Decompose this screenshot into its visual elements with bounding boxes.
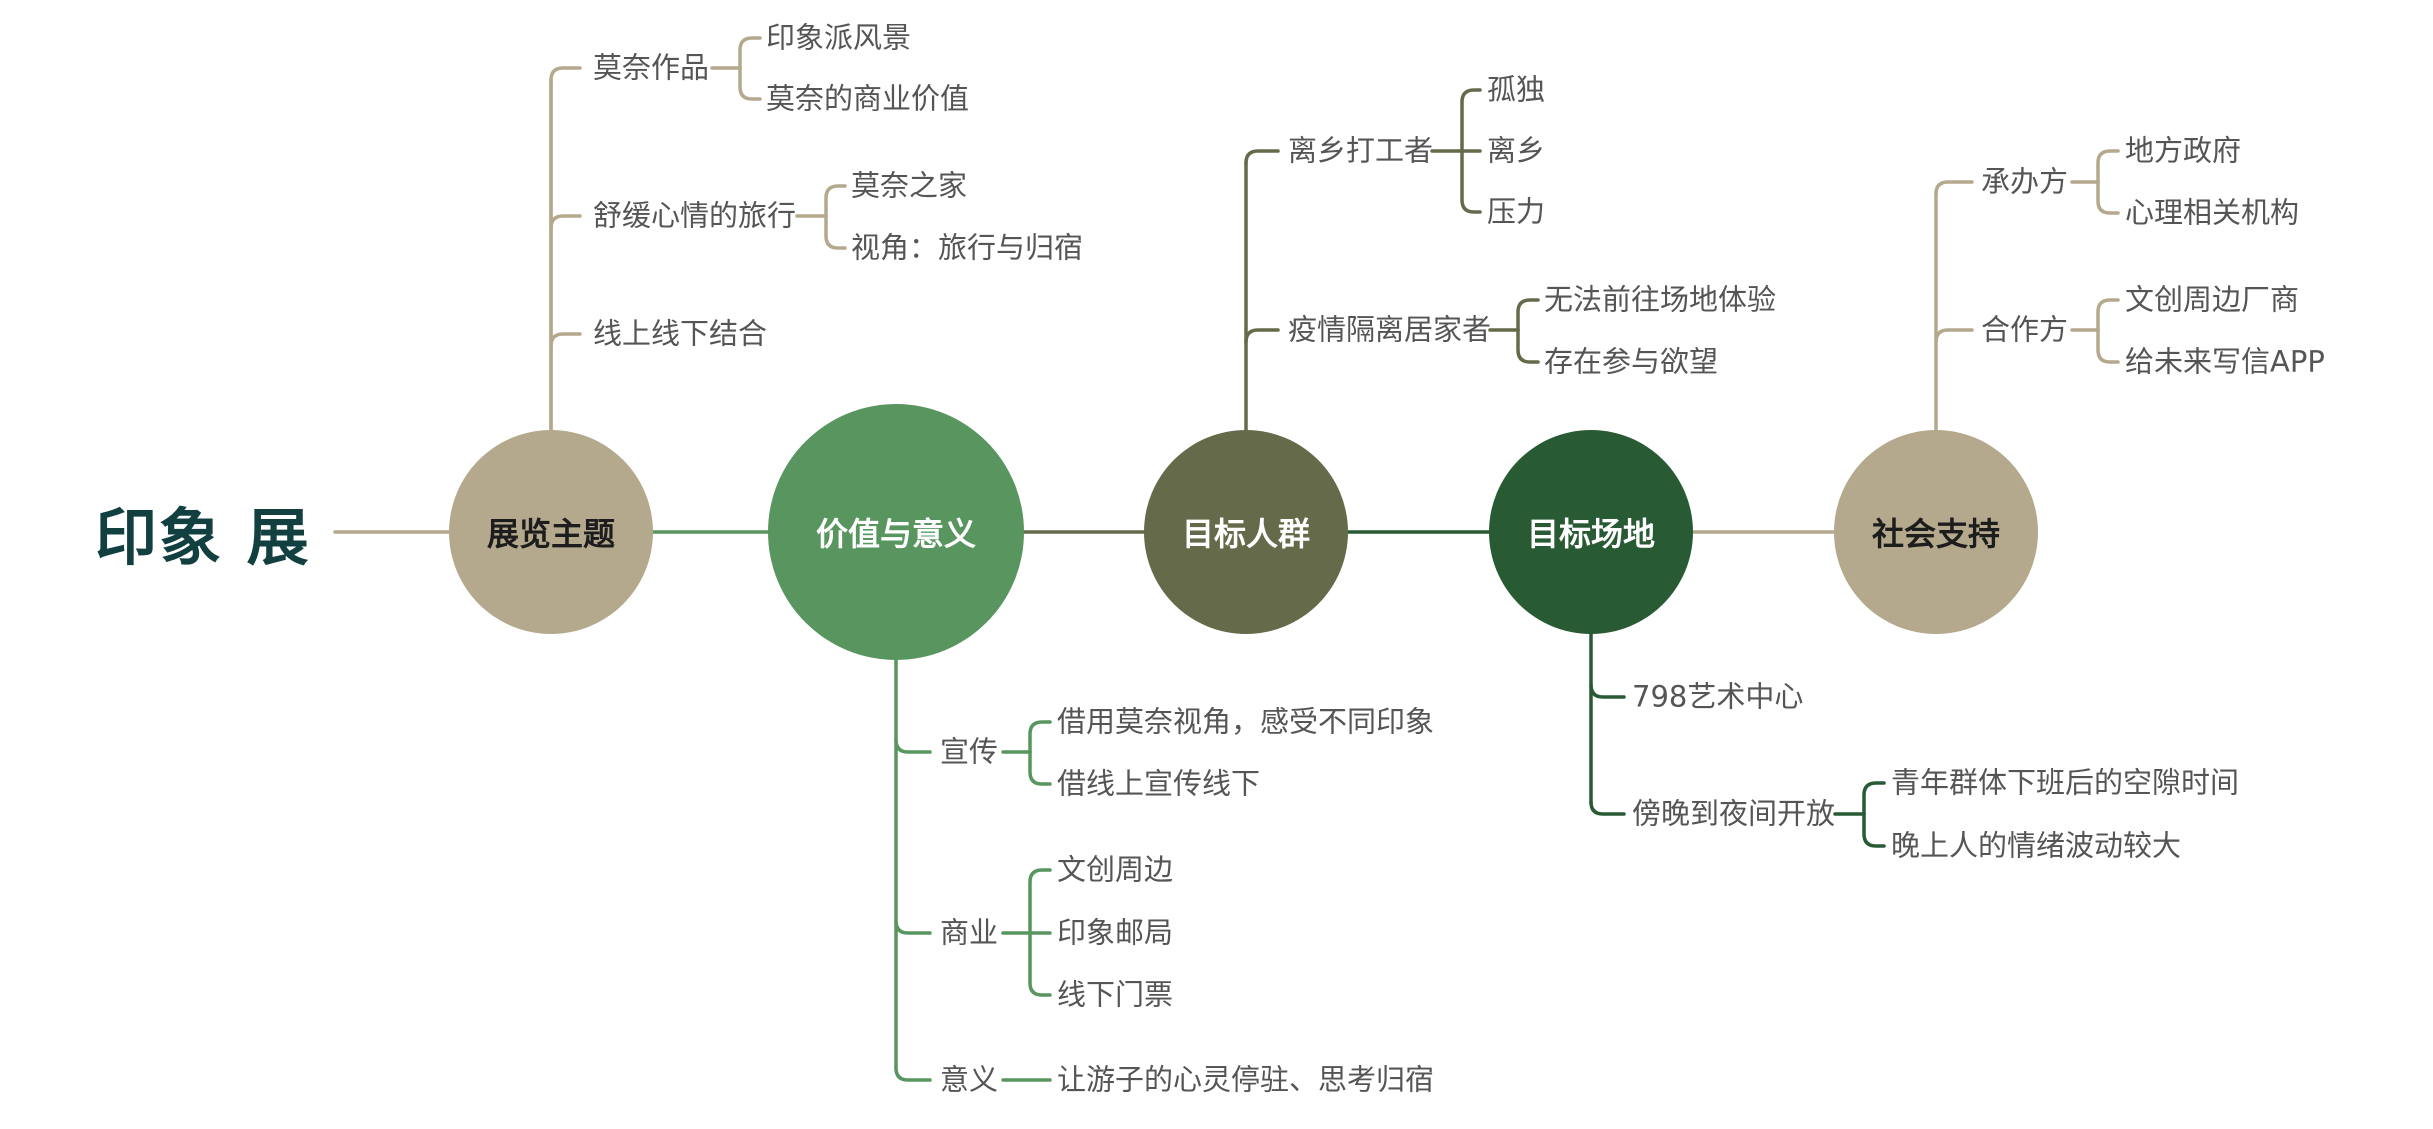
connector-line-7 xyxy=(549,214,582,230)
value-leaf-wanderer[interactable]: 让游子的心灵停驻、思考归宿 xyxy=(1057,1062,1435,1097)
value-node-promotion[interactable]: 宣传 xyxy=(940,734,999,769)
connector-line-24 xyxy=(1028,868,1052,935)
connector-line-19 xyxy=(894,1066,932,1082)
hub-value[interactable]: 价值与意义 xyxy=(768,404,1024,660)
connector-line-18 xyxy=(894,919,932,935)
support-node-partner[interactable]: 合作方 xyxy=(1981,312,2069,347)
connector-line-11 xyxy=(738,36,762,70)
connector-line-48 xyxy=(2096,149,2120,184)
support-leaf-merch-maker[interactable]: 文创周边厂商 xyxy=(2125,282,2300,317)
theme-node-online-offline[interactable]: 线上线下结合 xyxy=(593,316,768,351)
venue-node-798[interactable]: 798艺术中心 xyxy=(1632,679,1804,714)
value-leaf-online-promo[interactable]: 借线上宣传线下 xyxy=(1057,766,1261,801)
connector-line-49 xyxy=(2096,180,2120,215)
connector-line-6 xyxy=(549,66,582,82)
people-leaf-desire[interactable]: 存在参与欲望 xyxy=(1544,344,1719,379)
support-leaf-letter-app[interactable]: 给未来写信APP xyxy=(2125,344,2325,379)
connector-line-45 xyxy=(1934,180,1974,196)
value-leaf-post-office[interactable]: 印象邮局 xyxy=(1057,915,1174,950)
connector-line-37 xyxy=(1516,328,1540,364)
venue-leaf-young-spare-time[interactable]: 青年群体下班后的空隙时间 xyxy=(1891,765,2240,800)
people-leaf-away-from-home[interactable]: 离乡 xyxy=(1487,133,1546,168)
connector-line-39 xyxy=(1589,683,1626,699)
connector-line-36 xyxy=(1516,298,1540,332)
connector-line-30 xyxy=(1244,328,1280,344)
value-leaf-merch[interactable]: 文创周边 xyxy=(1057,852,1174,887)
connector-line-32 xyxy=(1460,88,1482,153)
theme-leaf-perspective[interactable]: 视角：旅行与归宿 xyxy=(851,230,1084,265)
people-leaf-pressure[interactable]: 压力 xyxy=(1487,194,1546,229)
connector-line-26 xyxy=(1028,931,1052,997)
people-node-quarantined[interactable]: 疫情隔离居家者 xyxy=(1288,312,1492,347)
support-node-organizer[interactable]: 承办方 xyxy=(1981,164,2069,199)
hub-support[interactable]: 社会支持 xyxy=(1834,430,2038,634)
value-leaf-tickets[interactable]: 线下门票 xyxy=(1057,977,1174,1012)
people-leaf-cannot-visit[interactable]: 无法前往场地体验 xyxy=(1544,282,1777,317)
venue-node-evening-hours[interactable]: 傍晚到夜间开放 xyxy=(1632,796,1836,831)
connector-line-22 xyxy=(1028,750,1052,786)
connector-line-8 xyxy=(549,332,582,348)
connector-line-43 xyxy=(1862,812,1886,848)
support-leaf-psych-institutions[interactable]: 心理相关机构 xyxy=(2125,195,2300,230)
connector-line-15 xyxy=(824,214,847,250)
connector-line-29 xyxy=(1244,149,1280,165)
hub-theme[interactable]: 展览主题 xyxy=(449,430,653,634)
hub-venue[interactable]: 目标场地 xyxy=(1489,430,1693,634)
hub-people[interactable]: 目标人群 xyxy=(1144,430,1348,634)
theme-leaf-impressionist-landscape[interactable]: 印象派风景 xyxy=(766,20,912,55)
connector-line-42 xyxy=(1862,781,1886,816)
venue-leaf-night-emotion[interactable]: 晚上人的情绪波动较大 xyxy=(1891,828,2182,863)
connector-line-14 xyxy=(824,184,847,218)
connector-line-52 xyxy=(2096,328,2120,364)
root-title[interactable]: 印象 展 xyxy=(95,501,311,574)
connector-line-34 xyxy=(1460,149,1482,214)
value-node-business[interactable]: 商业 xyxy=(940,915,999,950)
people-node-migrant-workers[interactable]: 离乡打工者 xyxy=(1288,133,1434,168)
people-leaf-lonely[interactable]: 孤独 xyxy=(1487,72,1546,107)
theme-node-monet-works[interactable]: 莫奈作品 xyxy=(593,50,710,85)
value-node-meaning[interactable]: 意义 xyxy=(940,1062,999,1097)
support-leaf-local-gov[interactable]: 地方政府 xyxy=(2125,133,2242,168)
connector-line-21 xyxy=(1028,720,1052,754)
connector-line-40 xyxy=(1589,800,1626,816)
connector-line-46 xyxy=(1934,328,1974,344)
theme-node-relaxing-trip[interactable]: 舒缓心情的旅行 xyxy=(593,198,797,233)
theme-leaf-commercial-value[interactable]: 莫奈的商业价值 xyxy=(766,81,970,116)
theme-leaf-monet-house[interactable]: 莫奈之家 xyxy=(851,168,968,203)
connector-line-17 xyxy=(894,738,932,754)
connector-line-51 xyxy=(2096,298,2120,332)
value-leaf-monet-view[interactable]: 借用莫奈视角，感受不同印象 xyxy=(1057,704,1435,739)
connector-line-12 xyxy=(738,66,762,101)
